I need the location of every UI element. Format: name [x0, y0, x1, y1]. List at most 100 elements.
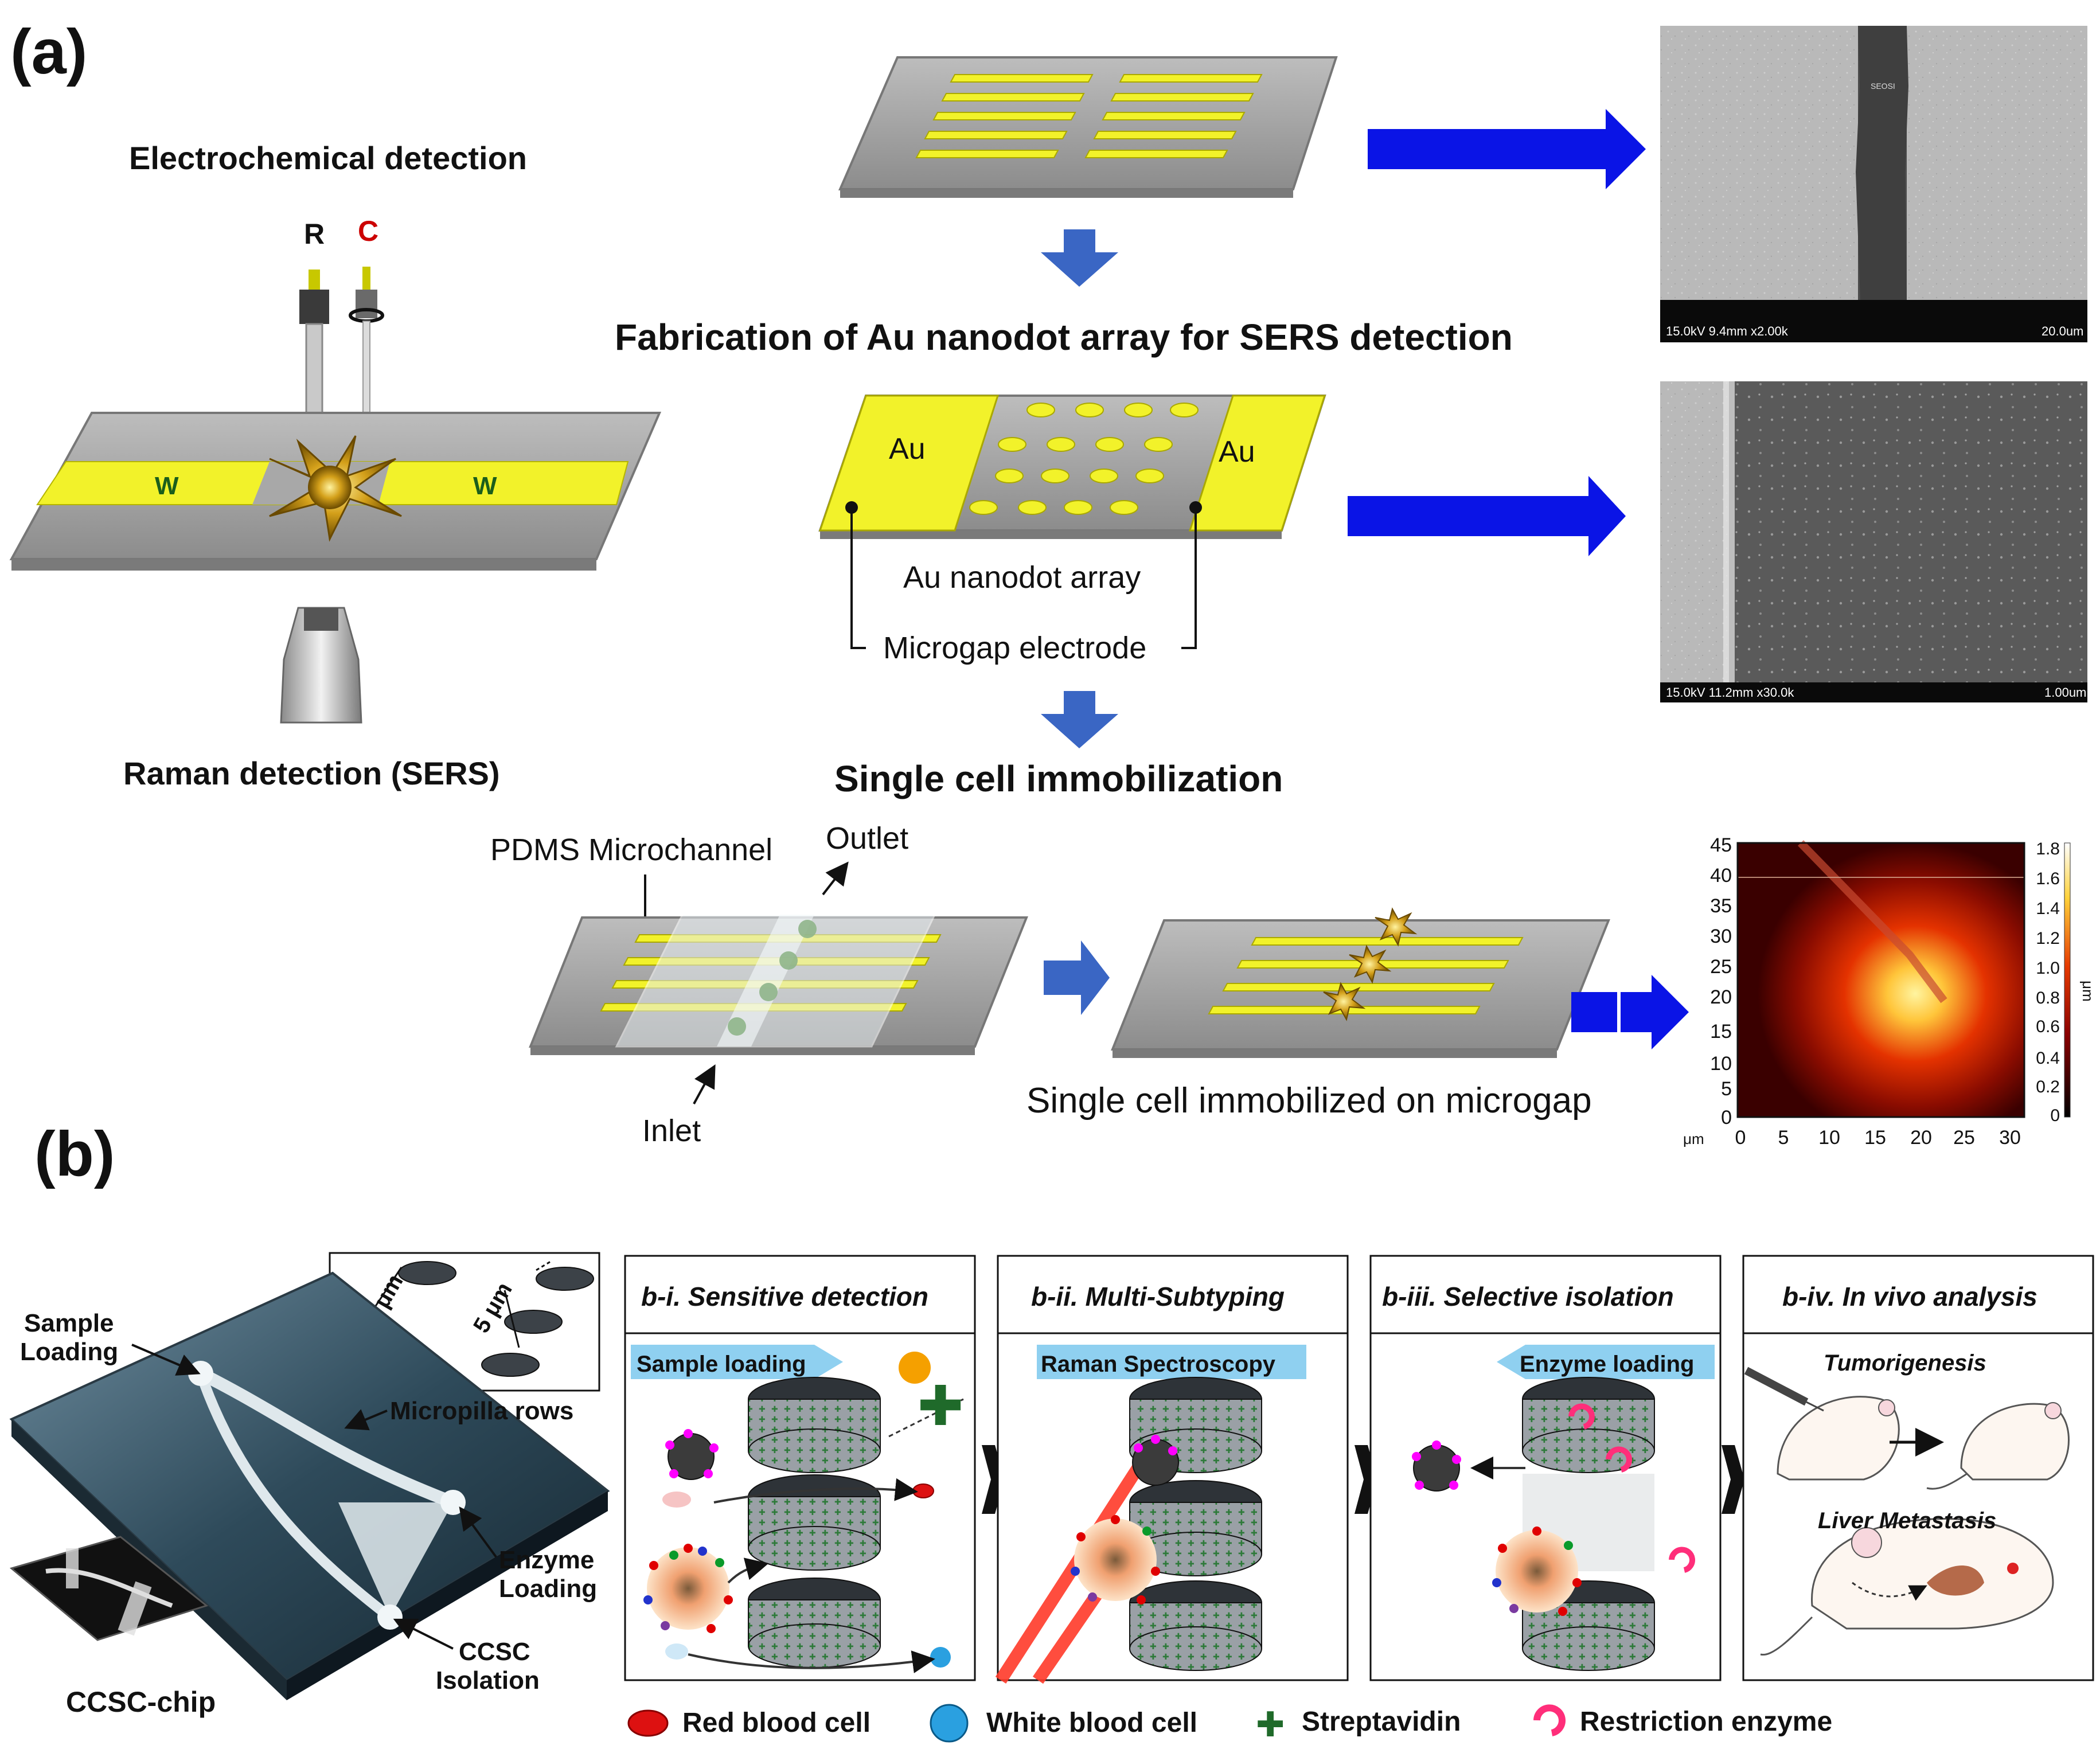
- liver-metastasis-label: Liver Metastasis: [1818, 1508, 1996, 1533]
- electrode-r-label: R: [304, 218, 325, 250]
- ccsc-isolation-line1: CCSC: [459, 1638, 530, 1666]
- sem-image-nanodots: [1660, 381, 2087, 702]
- raman-objective-lens: [280, 607, 362, 724]
- step-box-2: [995, 1255, 1349, 1684]
- neuron-cell-icon: [269, 435, 402, 542]
- inlet-label: Inlet: [642, 1114, 701, 1148]
- step-arrow-3: [1722, 1445, 1744, 1514]
- micropilla-pointer: [344, 1409, 388, 1431]
- electrode-w-right: W: [473, 472, 497, 500]
- heatmap-x-unit: μm: [1683, 1130, 1704, 1147]
- heatmap: [1736, 840, 2025, 1118]
- fabrication-title: Fabrication of Au nanodot array for SERS…: [615, 317, 1513, 358]
- tumorigenesis-label: Tumorigenesis: [1824, 1350, 1986, 1376]
- ccsc-isolation-line2: Isolation: [436, 1666, 540, 1695]
- heatmap-y-tick: 35: [1710, 895, 1732, 917]
- pdms-chip: [529, 913, 1028, 1055]
- step-2-banner: Raman Spectroscopy: [1041, 1352, 1276, 1377]
- streptavidin-icon: ✚: [1256, 1705, 1285, 1745]
- colorbar-tick: 1.8: [2036, 840, 2060, 858]
- colorbar-tick: 1.0: [2036, 959, 2060, 978]
- step-box-3: [1369, 1255, 1722, 1681]
- heatmap-y-tick: 45: [1710, 834, 1732, 856]
- sample-loading-pointer: [131, 1344, 201, 1376]
- sem2-scale: 1.00um: [2044, 685, 2086, 700]
- step-arrow-right: [1044, 940, 1110, 1015]
- colorbar-ticks: 1.8 1.6 1.4 1.2 1.0 0.8 0.6 0.4 0.2 0: [2036, 840, 2060, 1125]
- heatmap-y-tick: 20: [1710, 986, 1732, 1008]
- step-1-banner: Sample loading: [637, 1352, 806, 1377]
- ccsc-isolation-pointer: [393, 1618, 454, 1650]
- step-box-1: ✚: [624, 1255, 976, 1681]
- au-label-left: Au: [889, 432, 926, 466]
- panel-b-label: (b): [34, 1119, 115, 1189]
- heatmap-y-ticks: 45 40 35 30 25 20 15 10 5 0: [1710, 834, 1732, 1129]
- heatmap-y-tick: 15: [1710, 1021, 1732, 1043]
- heatmap-x-tick: 25: [1953, 1127, 1975, 1149]
- heatmap-x-tick: 20: [1910, 1127, 1932, 1149]
- colorbar-tick: 1.4: [2036, 899, 2060, 918]
- heatmap-y-tick: 5: [1721, 1078, 1732, 1100]
- pdms-label: PDMS Microchannel: [490, 833, 772, 867]
- electrode-w-left: W: [155, 472, 179, 500]
- sample-loading-line1: Sample: [24, 1309, 114, 1337]
- sem1-scale: 20.0um: [2042, 324, 2083, 338]
- sem2-info: 15.0kV 11.2mm x30.0k: [1666, 685, 1794, 700]
- down-arrow-1: [1041, 229, 1118, 287]
- red-blood-cell-icon: [627, 1709, 669, 1737]
- step-2-title: b-ii. Multi-Subtyping: [1031, 1282, 1285, 1311]
- outlet-pointer: [822, 861, 849, 896]
- heatmap-y-tick: 10: [1710, 1053, 1732, 1075]
- colorbar-tick: 0.8: [2036, 989, 2060, 1008]
- legend-white-blood-cell: White blood cell: [986, 1708, 1197, 1738]
- colorbar-tick: 0.4: [2036, 1049, 2060, 1068]
- inlet-pointer: [693, 1064, 716, 1104]
- heatmap-x-tick: 10: [1818, 1127, 1840, 1149]
- microgap-electrode-label: Microgap electrode: [883, 631, 1146, 665]
- colorbar-tick: 0: [2050, 1106, 2060, 1125]
- blue-arrow-to-sem2: [1348, 476, 1626, 556]
- heatmap-colorbar: [2064, 842, 2071, 1118]
- immobilized-caption: Single cell immobilized on microgap: [1026, 1081, 1592, 1120]
- legend: ✚: [627, 1704, 1566, 1745]
- sample-loading-line2: Loading: [20, 1338, 118, 1366]
- nanodot-array-label: Au nanodot array: [903, 560, 1141, 595]
- legend-streptavidin: Streptavidin: [1302, 1707, 1461, 1737]
- microgap-chip-top: [838, 56, 1338, 198]
- ccsc-chip-photo: [9, 1536, 209, 1641]
- heatmap-y-tick: 25: [1710, 956, 1732, 978]
- immobilization-title: Single cell immobilization: [834, 758, 1283, 799]
- restriction-enzyme-icon: [1533, 1704, 1566, 1736]
- step-4-title: b-iv. In vivo analysis: [1782, 1282, 2037, 1311]
- heatmap-x-tick: 5: [1778, 1127, 1789, 1149]
- legend-restriction-enzyme: Restriction enzyme: [1580, 1707, 1832, 1737]
- legend-red-blood-cell: Red blood cell: [682, 1708, 871, 1738]
- electrochem-title: Electrochemical detection: [129, 140, 527, 176]
- heatmap-x-ticks: 0 5 10 15 20 25 30: [1735, 1127, 2021, 1149]
- sem1-info: 15.0kV 9.4mm x2.00k: [1666, 324, 1789, 338]
- colorbar-tick: 1.2: [2036, 929, 2060, 948]
- electrode-c-label: C: [358, 215, 378, 247]
- mouse-syringe: [1744, 1367, 1900, 1481]
- heatmap-y-tick: 40: [1710, 865, 1732, 887]
- au-label-right: Au: [1219, 435, 1255, 468]
- white-blood-cell-icon: [930, 1704, 969, 1743]
- heatmap-x-tick: 15: [1864, 1127, 1886, 1149]
- blue-arrow-to-heatmap: [1571, 975, 1689, 1049]
- outlet-label: Outlet: [826, 821, 908, 856]
- micropilla-rows-label: Micropilla rows: [390, 1397, 573, 1425]
- enzyme-loading-pointer: [459, 1506, 497, 1558]
- panel-a-label: (a): [10, 17, 87, 87]
- ccsc-chip-label: CCSC-chip: [66, 1686, 216, 1718]
- nanodot-chip: [818, 395, 1326, 649]
- svg-text:✚: ✚: [918, 1374, 963, 1438]
- enzyme-loading-line2: Loading: [499, 1575, 597, 1603]
- heatmap-y-tick: 0: [1721, 1107, 1732, 1129]
- step-3-title: b-iii. Selective isolation: [1382, 1282, 1674, 1311]
- mouse-tumor: [1926, 1402, 2070, 1490]
- colorbar-tick: 0.6: [2036, 1017, 2060, 1036]
- colorbar-tick: 0.2: [2036, 1077, 2060, 1096]
- immobilized-chip: [1111, 907, 1610, 1058]
- colorbar-tick: 1.6: [2036, 869, 2060, 888]
